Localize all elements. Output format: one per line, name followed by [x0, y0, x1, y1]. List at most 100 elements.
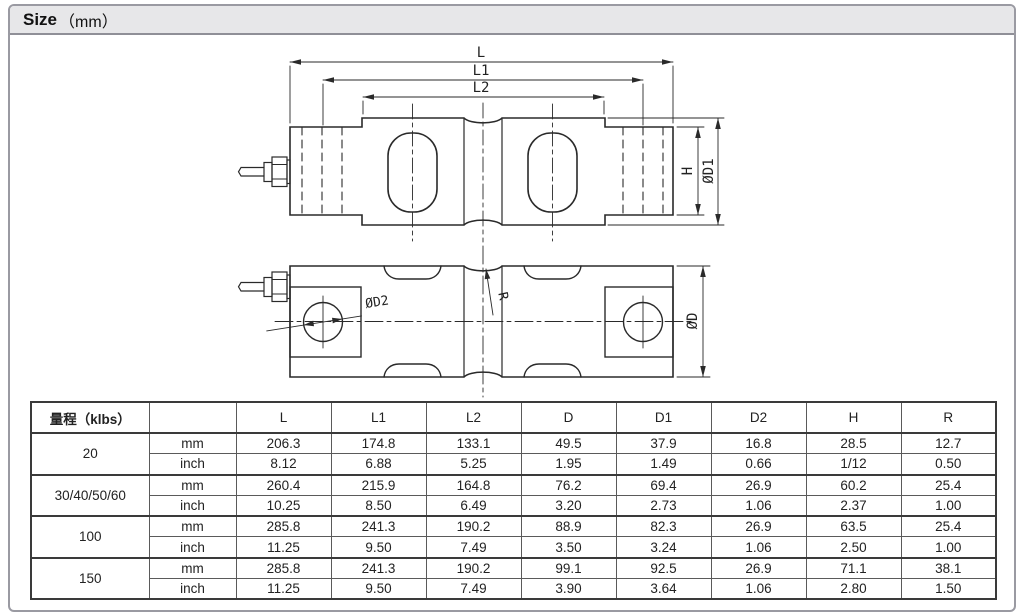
value-cell: 7.49 [425, 536, 522, 559]
value-cell: 76.2 [520, 473, 617, 496]
value-cell: 164.8 [425, 473, 522, 496]
dim-label-R: R [494, 291, 510, 302]
value-cell: 7.49 [425, 578, 522, 600]
unit-column-header [148, 401, 237, 434]
value-cell: 6.49 [425, 494, 522, 517]
dim-L2: L2 [362, 80, 605, 115]
value-cell: 1.00 [900, 494, 997, 517]
column-header: D1 [615, 401, 712, 434]
value-cell: 5.25 [425, 453, 522, 476]
dim-H: H [676, 126, 705, 216]
dim-L: L [289, 45, 674, 124]
dim-R: R [484, 268, 511, 316]
section-title-bar: Size （mm） [10, 6, 1014, 35]
value-cell: 241.3 [330, 515, 427, 538]
dim-D: ØD [676, 265, 711, 378]
value-cell: 8.50 [330, 494, 427, 517]
dim-label-H: H [680, 167, 696, 175]
unit-cell: mm [148, 432, 237, 455]
value-cell: 6.88 [330, 453, 427, 476]
value-cell: 26.9 [710, 473, 807, 496]
unit-cell: inch [148, 494, 237, 517]
value-cell: 37.9 [615, 432, 712, 455]
value-cell: 1.00 [900, 536, 997, 559]
capacity-cell: 100 [30, 515, 150, 559]
value-cell: 285.8 [235, 515, 332, 538]
plan-pockets [383, 265, 582, 378]
dim-label-L1: L1 [473, 63, 490, 79]
plan-right-flange [604, 286, 674, 358]
plan-centerlines [274, 245, 693, 398]
value-cell: 16.8 [710, 432, 807, 455]
value-cell: 1.06 [710, 536, 807, 559]
value-cell: 26.9 [710, 556, 807, 580]
value-cell: 174.8 [330, 432, 427, 455]
capacity-cell: 20 [30, 432, 150, 476]
value-cell: 26.9 [710, 515, 807, 538]
value-cell: 9.50 [330, 536, 427, 559]
value-cell: 49.5 [520, 432, 617, 455]
column-header: R [900, 401, 997, 434]
cable-gland-front [237, 156, 291, 188]
value-cell: 206.3 [235, 432, 332, 455]
capacity-cell: 150 [30, 556, 150, 600]
capacity-cell: 30/40/50/60 [30, 473, 150, 517]
front-centerlines [412, 102, 553, 243]
value-cell: 82.3 [615, 515, 712, 538]
unit-cell: inch [148, 453, 237, 476]
dim-D2: ØD2 [266, 293, 390, 332]
column-header: H [805, 401, 902, 434]
front-body-outline [289, 117, 674, 226]
value-cell: 71.1 [805, 556, 902, 580]
value-cell: 8.12 [235, 453, 332, 476]
value-cell: 285.8 [235, 556, 332, 580]
value-cell: 1.49 [615, 453, 712, 476]
value-cell: 215.9 [330, 473, 427, 496]
value-cell: 1.95 [520, 453, 617, 476]
value-cell: 63.5 [805, 515, 902, 538]
value-cell: 2.73 [615, 494, 712, 517]
value-cell: 3.50 [520, 536, 617, 559]
value-cell: 99.1 [520, 556, 617, 580]
value-cell: 241.3 [330, 556, 427, 580]
value-cell: 133.1 [425, 432, 522, 455]
value-cell: 11.25 [235, 536, 332, 559]
value-cell: 60.2 [805, 473, 902, 496]
value-cell: 0.50 [900, 453, 997, 476]
unit-cell: mm [148, 515, 237, 538]
value-cell: 12.7 [900, 432, 997, 455]
value-cell: 1.50 [900, 578, 997, 600]
plan-left-flange [289, 286, 362, 358]
value-cell: 9.50 [330, 578, 427, 600]
value-cell: 3.24 [615, 536, 712, 559]
value-cell: 3.90 [520, 578, 617, 600]
value-cell: 69.4 [615, 473, 712, 496]
unit-cell: mm [148, 556, 237, 580]
value-cell: 28.5 [805, 432, 902, 455]
value-cell: 3.20 [520, 494, 617, 517]
value-cell: 1.06 [710, 494, 807, 517]
dim-D1: ØD1 [607, 117, 725, 226]
cable-gland-plan [237, 271, 291, 303]
unit-cell: mm [148, 473, 237, 496]
capacity-column-header: 量程（klbs） [30, 401, 150, 434]
value-cell: 11.25 [235, 578, 332, 600]
column-header: L2 [425, 401, 522, 434]
unit-cell: inch [148, 536, 237, 559]
section-title-unit: （mm） [59, 13, 118, 31]
column-header: L [235, 401, 332, 434]
section-title: Size [23, 9, 58, 29]
plan-view: ØD2 R ØD [237, 245, 711, 398]
front-neck-edges [463, 117, 503, 226]
value-cell: 38.1 [900, 556, 997, 580]
